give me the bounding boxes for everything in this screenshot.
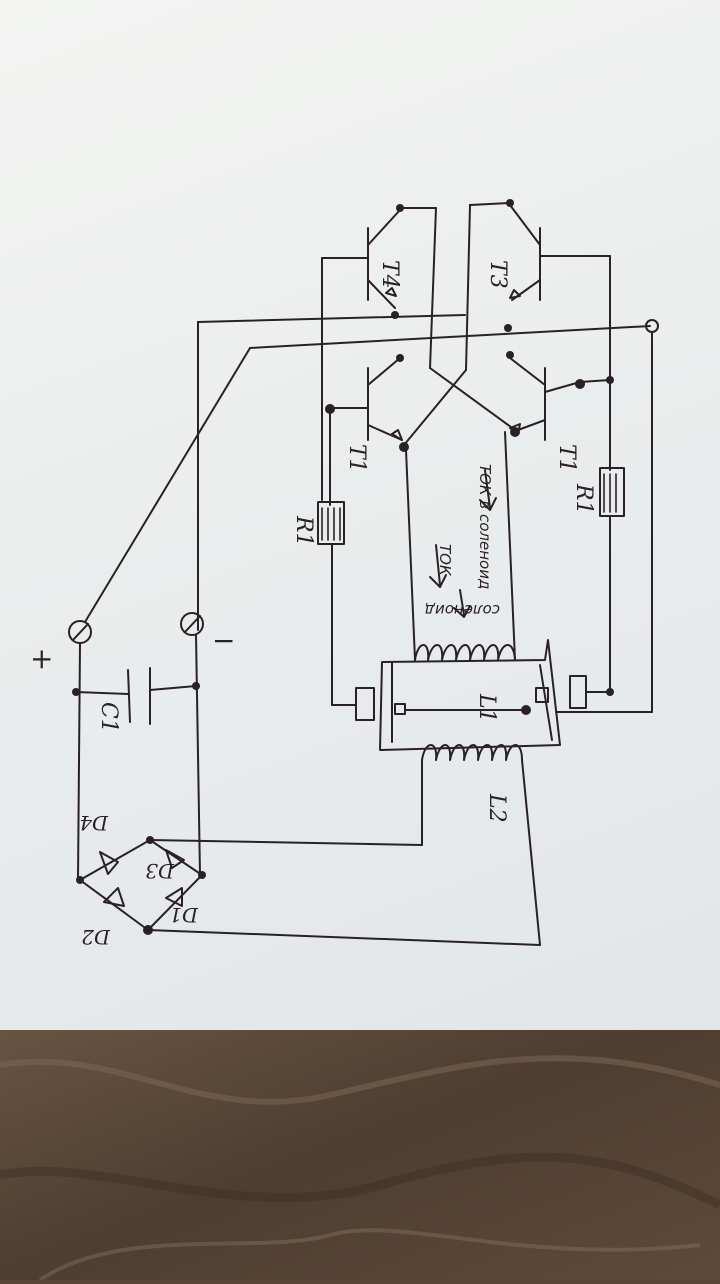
contact-right [569, 675, 587, 709]
table-surface [0, 1005, 720, 1282]
label-d2: D2 [81, 925, 111, 949]
current-arrow-2 [429, 544, 447, 588]
terminal-minus [180, 612, 204, 636]
label-l1: L1 [474, 693, 499, 723]
label-d4: D4 [79, 811, 109, 835]
label-plus: + [30, 642, 53, 675]
diode-d3 [165, 849, 185, 869]
label-l2: L2 [484, 793, 509, 823]
cross-wire-a [429, 367, 516, 431]
solenoid-l1 [405, 431, 516, 661]
label-t1-left: T1 [344, 444, 369, 473]
resistor-r1-right [599, 467, 625, 517]
current-arrow-1 [479, 469, 497, 511]
label-t1-right: T1 [554, 444, 579, 473]
diode-d2 [103, 887, 125, 907]
transistor-t3 [465, 199, 611, 381]
label-t3: T3 [485, 260, 510, 289]
coil-l2 [421, 744, 541, 946]
label-c1: C1 [96, 702, 121, 733]
label-r1-right: R1 [571, 483, 596, 515]
capacitor-c1-plate-a [127, 669, 131, 723]
label-r1-left: R1 [291, 515, 316, 547]
transistor-t1-right [506, 351, 614, 441]
circuit-diagram: T4 T3 T1 T [30, 199, 659, 949]
diode-d1 [165, 887, 183, 907]
label-minus: − [212, 624, 235, 657]
rail-plus [249, 325, 651, 349]
note-tok-solenoid: ТОК в соленоид [476, 464, 494, 589]
current-arrow-3 [453, 589, 471, 618]
transistor-t4 [321, 204, 437, 369]
label-d3: D3 [145, 859, 175, 883]
note-tok: ТОК [436, 544, 454, 577]
rail-minus [197, 314, 466, 323]
marble-texture [0, 1005, 720, 1282]
transistor-t1-left [325, 354, 409, 452]
label-t4: T4 [377, 260, 402, 289]
diode-d4 [99, 851, 119, 875]
note-solenoid: соленоид [425, 601, 500, 619]
diode-bridge [76, 836, 541, 946]
label-d1: D1 [169, 903, 199, 927]
contact-left [355, 687, 375, 721]
plunger-core [331, 639, 653, 751]
wire-plus-diagonal [84, 347, 251, 623]
cross-wire-b [403, 369, 467, 446]
